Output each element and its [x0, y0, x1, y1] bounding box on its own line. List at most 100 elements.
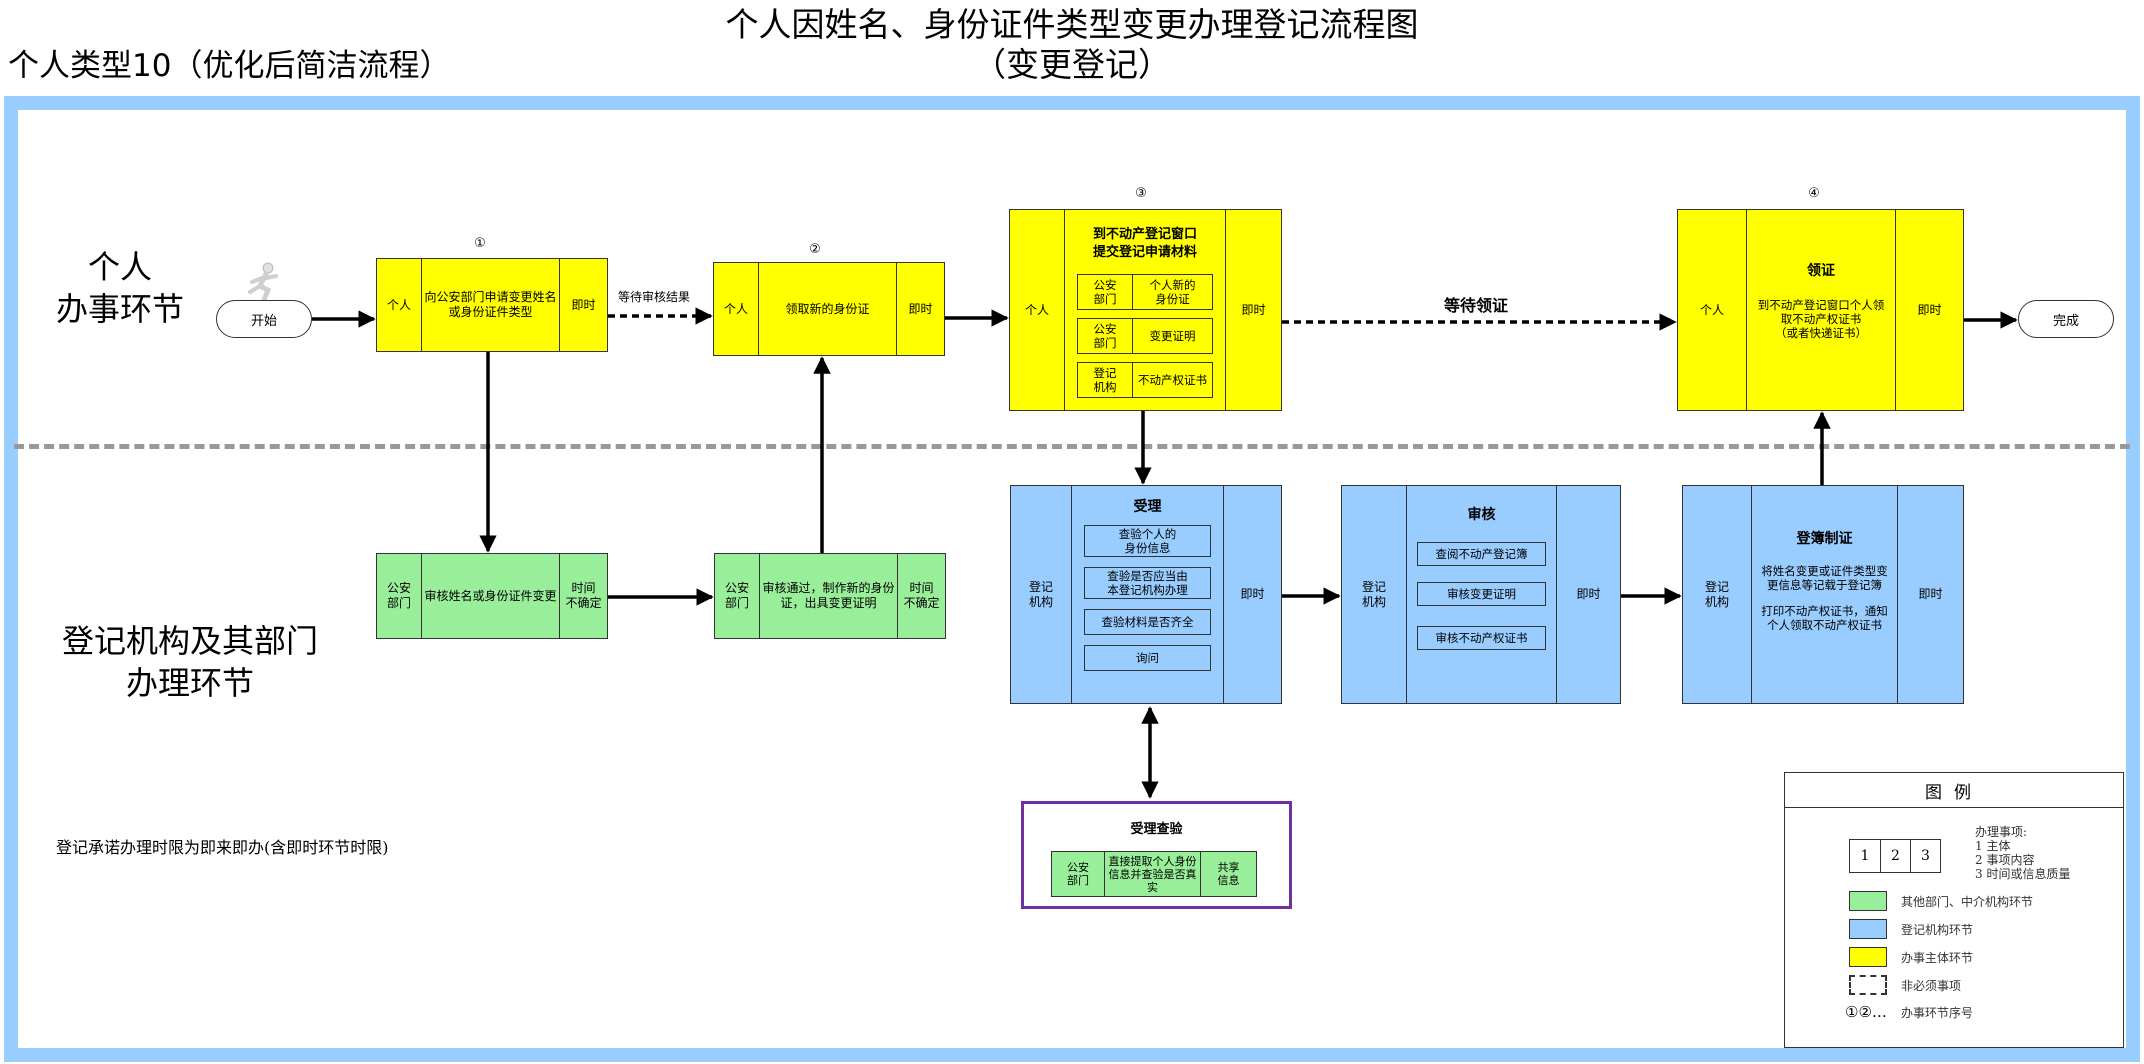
legend-swatch-green [1849, 891, 1887, 911]
diagram-subtitle: （变更登记） [973, 45, 1171, 84]
step-3-submit-materials: 个人 到不动产登记窗口 提交登记申请材料 公安 部门 个人新的 身份证 公安 部… [1009, 209, 1282, 411]
step-4-time: 即时 [1895, 210, 1963, 410]
material-source: 登记 机构 [1093, 366, 1117, 394]
step-3-title: 到不动产登记窗口 提交登记申请材料 [1092, 227, 1197, 260]
start-node: 开始 [216, 300, 312, 338]
accept-title: 受理 [1133, 499, 1162, 515]
register-text-print: 打印不动产权证书，通知个人领取不动产权证书 [1761, 604, 1888, 632]
diagram-frame [4, 96, 2140, 1062]
verify-title: 受理查验 [1130, 822, 1183, 837]
material-name: 变更证明 [1132, 319, 1212, 353]
material-name: 个人新的 身份证 [1132, 275, 1212, 309]
register-time: 即时 [1897, 486, 1963, 703]
running-person-icon [248, 262, 278, 302]
arrow-label-wait-review: 等待审核结果 [618, 290, 691, 304]
accept-time: 即时 [1223, 486, 1281, 703]
end-node: 完成 [2018, 300, 2114, 338]
register-subject: 登记 机构 [1704, 579, 1729, 609]
police-approve-content: 审核通过，制作新的身份证，出具变更证明 [759, 554, 897, 638]
legend-notes: 办理事项: 1 主体 2 事项内容 3 时间或信息质量 [1975, 825, 2070, 881]
review-box: 登记 机构 审核 查阅不动产登记簿 审核变更证明 审核不动产权证书 即时 [1341, 485, 1621, 704]
step-3-subject: 个人 [1024, 302, 1049, 317]
legend-sequence-symbol: ①②… [1845, 1003, 1887, 1021]
step-4-collect-certificate: 个人 领证 到不动产登记窗口个人领取不动产权证书 （或者快递证书） 即时 [1677, 209, 1964, 411]
verify-container: 受理查验 公安 部门 直接提取个人身份信息并查验是否真实 共享 信息 [1021, 801, 1292, 909]
police-approve-time: 时间 不确定 [897, 554, 945, 638]
material-row-property-cert: 登记 机构 不动产权证书 [1077, 362, 1213, 398]
verify-share: 共享 信息 [1200, 852, 1256, 896]
police-review-box: 公安 部门 审核姓名或身份证件变更 时间 不确定 [376, 553, 608, 639]
step-1-content: 向公安部门申请变更姓名或身份证件类型 [421, 259, 559, 351]
verify-content: 直接提取个人身份信息并查验是否真实 [1104, 852, 1200, 896]
step-4-content: 到不动产登记窗口个人领取不动产权证书 （或者快递证书） [1757, 298, 1885, 340]
lane-label-registry: 登记机构及其部门 办理环节 [61, 622, 318, 702]
register-title: 登簿制证 [1796, 531, 1853, 547]
police-approve-box: 公安 部门 审核通过，制作新的身份证，出具变更证明 时间 不确定 [714, 553, 946, 639]
accept-body: 受理 查验个人的 身份信息 查验是否应当由 本登记机构办理 查验材料是否齐全 询… [1071, 486, 1223, 703]
step-2-subject: 个人 [723, 301, 748, 316]
time-limit-note: 登记承诺办理时限为即来即办(含即时环节时限) [56, 838, 389, 857]
step-number-2: ② [809, 242, 821, 257]
step-3-body: 到不动产登记窗口 提交登记申请材料 公安 部门 个人新的 身份证 公安 部门 变… [1064, 210, 1225, 410]
register-body: 登簿制证 将姓名变更或证件类型变更信息等记载于登记簿 打印不动产权证书，通知个人… [1751, 486, 1897, 703]
step-number-4: ④ [1808, 186, 1820, 201]
review-body: 审核 查阅不动产登记簿 审核变更证明 审核不动产权证书 [1406, 486, 1556, 703]
step-2-get-new-id: 个人 领取新的身份证 即时 [713, 262, 945, 356]
step-number-1: ① [474, 236, 486, 251]
review-time: 即时 [1556, 486, 1620, 703]
legend-num-2: 2 [1880, 840, 1910, 872]
accept-item-inquiry: 询问 [1084, 645, 1211, 671]
legend-num-1: 1 [1860, 848, 1870, 864]
verify-police-box: 公安 部门 直接提取个人身份信息并查验是否真实 共享 信息 [1051, 851, 1257, 897]
step-4-body: 领证 到不动产登记窗口个人领取不动产权证书 （或者快递证书） [1746, 210, 1895, 410]
police-approve-subject: 公安 部门 [724, 581, 749, 610]
material-row-new-id: 公安 部门 个人新的 身份证 [1077, 274, 1213, 310]
legend-title: 图例 [1785, 773, 2123, 808]
register-box: 登记 机构 登簿制证 将姓名变更或证件类型变更信息等记载于登记簿 打印不动产权证… [1682, 485, 1964, 704]
review-subject: 登记 机构 [1361, 579, 1386, 609]
diagram-title: 个人因姓名、身份证件类型变更办理登记流程图 [725, 5, 1419, 44]
step-1-subject: 个人 [386, 297, 411, 312]
legend-num-3: 3 [1910, 840, 1940, 872]
arrow-label-wait-cert: 等待领证 [1444, 296, 1509, 315]
legend-label-sequence: 办事环节序号 [1901, 1005, 1974, 1020]
legend: 图例 1 2 3 办理事项: 1 主体 2 事项内容 3 时间或信息质量 其他部… [1784, 772, 2124, 1048]
material-name: 不动产权证书 [1132, 363, 1212, 397]
step-1-time: 即时 [559, 259, 607, 351]
lane-divider [14, 444, 2130, 449]
step-2-content: 领取新的身份证 [758, 263, 896, 355]
step-4-subject: 个人 [1699, 302, 1724, 317]
register-text-record: 将姓名变更或证件类型变更信息等记载于登记簿 [1761, 564, 1888, 592]
lane-label-personal: 个人 办事环节 [55, 248, 184, 328]
accept-item-materials: 查验材料是否齐全 [1084, 609, 1211, 635]
accept-box: 登记 机构 受理 查验个人的 身份信息 查验是否应当由 本登记机构办理 查验材料… [1010, 485, 1282, 704]
accept-item-identity: 查验个人的 身份信息 [1084, 525, 1211, 557]
legend-label-dashed: 非必须事项 [1901, 978, 1962, 993]
legend-note-time: 3 时间或信息质量 [1975, 867, 2071, 881]
step-number-3: ③ [1135, 186, 1147, 201]
legend-number-cells: 1 2 3 [1849, 839, 1941, 873]
legend-row-yellow: 办事主体环节 [1849, 947, 1973, 967]
legend-row-green: 其他部门、中介机构环节 [1849, 891, 2033, 911]
police-review-subject: 公安 部门 [386, 581, 411, 610]
legend-note-header: 办理事项: [1975, 825, 2028, 839]
legend-row-blue: 登记机构环节 [1849, 919, 1973, 939]
material-source: 公安 部门 [1093, 322, 1117, 350]
legend-swatch-blue [1849, 919, 1887, 939]
flow-type-label: 个人类型10（优化后简洁流程） [8, 48, 451, 84]
legend-row-sequence: ①②… 办事环节序号 [1845, 1003, 1973, 1021]
review-item-property-cert: 审核不动产权证书 [1417, 626, 1546, 650]
police-review-content: 审核姓名或身份证件变更 [421, 554, 559, 638]
review-title: 审核 [1467, 507, 1496, 523]
accept-subject: 登记 机构 [1028, 579, 1053, 609]
legend-note-subject: 1 主体 [1975, 839, 2011, 853]
verify-subject: 公安 部门 [1067, 861, 1089, 887]
material-source: 公安 部门 [1093, 278, 1117, 306]
legend-label-yellow: 办事主体环节 [1901, 950, 1974, 965]
legend-label-blue: 登记机构环节 [1901, 922, 1974, 937]
step-4-title: 领证 [1807, 263, 1835, 279]
step-2-time: 即时 [896, 263, 944, 355]
legend-note-content: 2 事项内容 [1975, 853, 2035, 867]
step-3-time: 即时 [1225, 210, 1281, 410]
